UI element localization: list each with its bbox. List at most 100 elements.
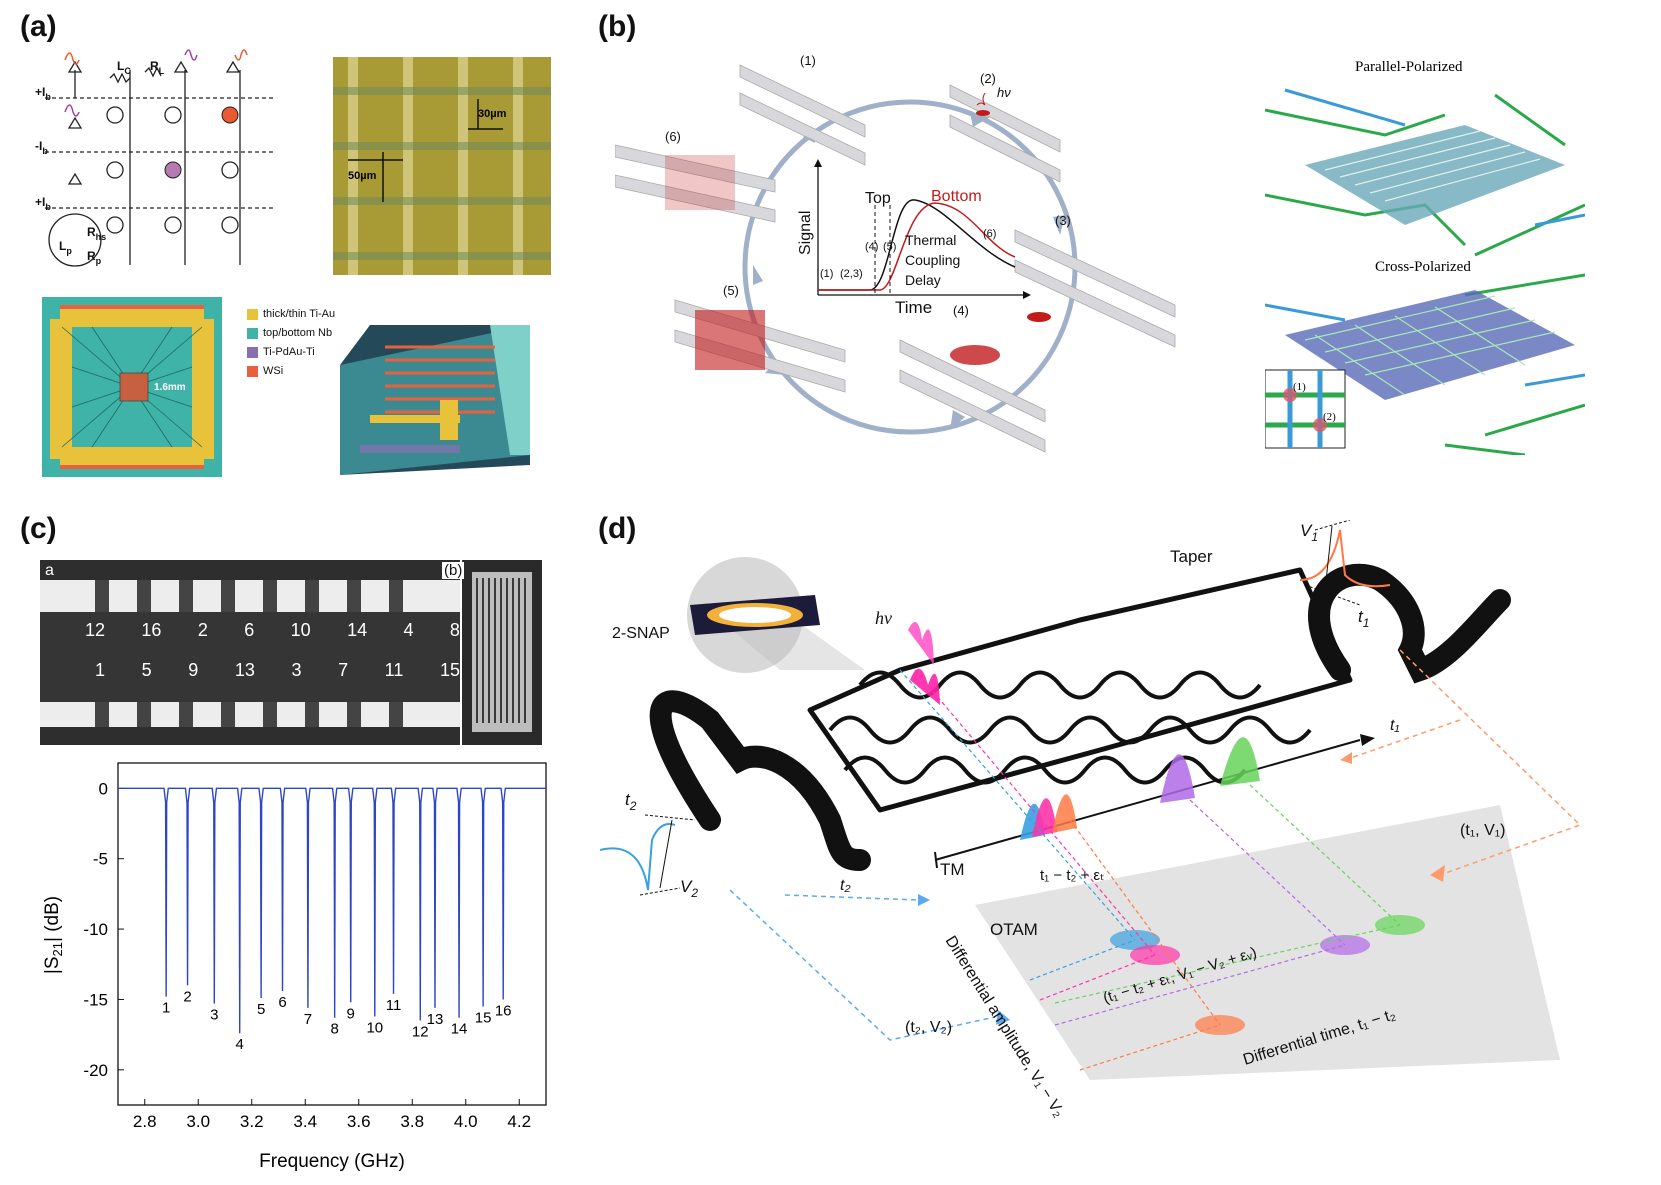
legend-label: WSi [263, 365, 284, 377]
parallel-title: Parallel-Polarized [1355, 59, 1463, 75]
diff-label: t₁ − t₂ + εₜ [1040, 867, 1105, 884]
legend-swatch [247, 308, 258, 320]
inset-top: Top [865, 190, 891, 207]
lc-label: LC [117, 59, 131, 76]
resonator-id: 12 [85, 620, 106, 640]
s21-trace [118, 787, 546, 1034]
cycle-step-6: (6) [665, 129, 681, 144]
dip-label: 4 [236, 1036, 244, 1053]
dip-label: 11 [386, 997, 402, 1014]
dip-label: 9 [347, 1005, 355, 1022]
resonator-zoom: (b) [442, 560, 542, 745]
panel-d-label: (d) [598, 512, 637, 545]
inset-mark-5: (5) [883, 241, 896, 253]
resonator-pad [389, 702, 403, 727]
cycle-step-1: (1) [800, 53, 816, 68]
rp-label: Rp [87, 249, 102, 266]
resonator-pad [347, 580, 361, 612]
bias-plus-2: +Ib [35, 195, 51, 212]
cross-mark-2: (2) [1323, 411, 1336, 423]
legend-swatch [247, 346, 258, 358]
photon-hv: hν [875, 608, 892, 628]
resonator-id: 8 [449, 620, 460, 640]
bias-minus: -Ib [35, 139, 48, 156]
t1-label: t1 [1358, 607, 1369, 630]
dip-label: 12 [412, 1024, 429, 1041]
feedline-bottom [40, 727, 460, 745]
dip-label: 2 [183, 988, 191, 1005]
inset-mark-1: (1) [820, 268, 833, 280]
v1-label: V1 [1300, 521, 1318, 544]
x-tick-label: 3.6 [347, 1112, 371, 1131]
panel-c-label: (c) [20, 512, 57, 545]
rhs-label: Rhs [87, 225, 106, 242]
inset-thermal: Thermal [905, 232, 956, 248]
polarized-arrays: Parallel-Polarized Cross-Polarized (1) (… [1265, 59, 1585, 455]
dip-label: 7 [304, 1011, 312, 1028]
resonator-pad [137, 702, 151, 727]
inset-mark-6: (6) [983, 228, 996, 240]
inset-xlabel: Time [895, 298, 932, 317]
chip-layout: 1.6mm [42, 297, 222, 477]
lp-label: Lp [59, 239, 72, 256]
inset-mark-4: (4) [865, 241, 878, 253]
t2v2-label: (t₂, V₂) [905, 1019, 952, 1036]
detection-cycle-diagram: (1) (2) (3) (4) (5) (6) hν Signal Time T… [615, 53, 1176, 453]
chart-xlabel: Frequency (GHz) [259, 1151, 405, 1172]
x-tick-label: 4.0 [454, 1112, 478, 1131]
legend-item: top/bottom Nb [247, 327, 337, 339]
resonator-pad [389, 580, 403, 612]
inset-ylabel: Signal [797, 211, 814, 255]
resonator-pad [137, 580, 151, 612]
t2-label: t2 [625, 790, 637, 813]
resonator-pad [221, 580, 235, 612]
dip-label: 14 [451, 1021, 468, 1038]
legend-label: thick/thin Ti-Au [263, 308, 336, 320]
legend-item: thick/thin Ti-Au [247, 308, 337, 320]
x-tick-label: 3.4 [293, 1112, 317, 1131]
resonator-id: 15 [439, 660, 460, 680]
device-3d-render [340, 325, 530, 475]
material-legend: thick/thin Ti-Au top/bottom Nb Ti-PdAu-T… [247, 308, 337, 377]
x-tick-label: 3.8 [400, 1112, 424, 1131]
dip-label: 15 [475, 1009, 492, 1026]
resonator-micrograph: 12 16 2 6 10 14 4 8 1 5 9 13 3 7 11 15 a [40, 560, 460, 745]
legend-label: top/bottom Nb [263, 327, 333, 339]
resonator-id: 10 [290, 620, 311, 640]
circuit-diagram: +Ib -Ib +Ib LC RL Rhs Lp Rp [35, 49, 275, 267]
inset-delay: Delay [905, 272, 941, 288]
inset-mark-23: (2,3) [840, 268, 863, 280]
bottom-row-labels: 1 5 9 13 3 7 11 15 [95, 660, 460, 681]
resonator-id: 3 [291, 660, 302, 680]
dip-label: 5 [257, 1001, 265, 1018]
bias-plus-1: +Ib [35, 85, 51, 102]
resonator-id: 11 [384, 660, 404, 680]
y-tick-label: 0 [99, 779, 108, 798]
dip-label: 8 [331, 1021, 339, 1038]
photo-a-label: a [45, 562, 54, 579]
resonator-pad [263, 580, 277, 612]
resonator-pad [95, 702, 109, 727]
dip-label: 6 [278, 994, 286, 1011]
dip-label: 1 [162, 1000, 170, 1017]
y-tick-label: -15 [83, 990, 108, 1009]
legend-label: Ti-PdAu-Ti [263, 346, 315, 358]
x-tick-label: 3.2 [240, 1112, 264, 1131]
legend-item: Ti-PdAu-Ti [247, 346, 337, 358]
resonator-id: 9 [188, 660, 199, 680]
resonator-pad [305, 702, 319, 727]
top-row-labels: 12 16 2 6 10 14 4 8 [85, 620, 460, 641]
y-tick-label: -20 [83, 1061, 108, 1080]
feedline-center [40, 612, 460, 702]
t1v1-label: (t₁, V₁) [1460, 822, 1505, 839]
taper-label: Taper [1170, 547, 1213, 566]
photon-label: hν [997, 85, 1011, 100]
chip-scale: 1.6mm [154, 382, 186, 393]
resonator-pad [305, 580, 319, 612]
legend-swatch [247, 327, 258, 339]
tm-label: TM [940, 860, 965, 879]
y-tick-label: -10 [83, 920, 108, 939]
resonator-id: 16 [141, 620, 162, 640]
